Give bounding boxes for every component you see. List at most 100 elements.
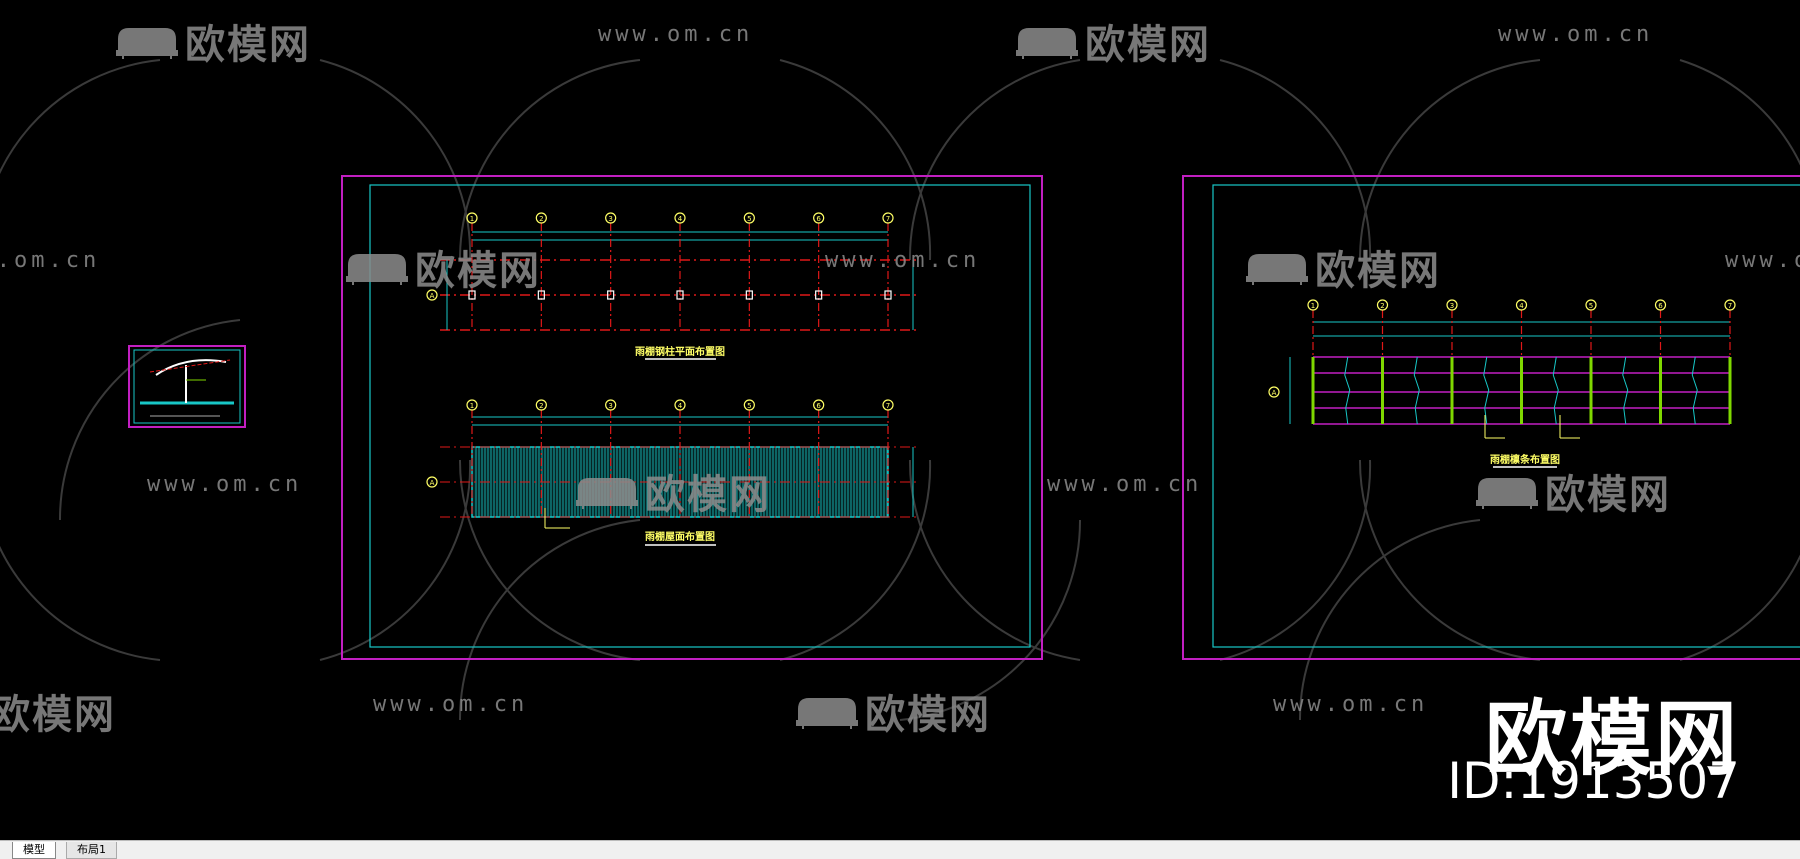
axis-bubble bbox=[882, 212, 894, 224]
axis-bubble bbox=[743, 212, 755, 224]
drawing-sheet-1: 1 2 3 4 5 6 7 A 雨棚钢柱平面布置图 1 2 3 4 5 6 7 A bbox=[341, 175, 1043, 660]
watermark-logo-text: 欧模网 bbox=[415, 248, 541, 294]
axis-bubble bbox=[674, 399, 686, 411]
axis-bubble bbox=[535, 212, 547, 224]
axis-bubble bbox=[605, 399, 617, 411]
tie-rod bbox=[1552, 356, 1559, 425]
watermark-url: www.om.cn bbox=[825, 248, 981, 273]
cad-drawing[interactable]: 1 2 3 4 5 6 7 A 雨棚钢柱平面布置图 1 2 3 4 5 6 7 A bbox=[0, 0, 1800, 840]
model-space-canvas[interactable]: 1 2 3 4 5 6 7 A 雨棚钢柱平面布置图 1 2 3 4 5 6 7 A bbox=[0, 0, 1800, 840]
axis-bubble bbox=[743, 399, 755, 411]
axis-label: 2 bbox=[539, 215, 543, 223]
axis-label: 3 bbox=[608, 215, 612, 223]
axis-bubble bbox=[1446, 299, 1458, 311]
watermark-url: www.om.cn bbox=[373, 692, 529, 717]
watermark-logo: 欧模网 bbox=[795, 682, 991, 740]
axis-bubble bbox=[1724, 299, 1736, 311]
steel-column bbox=[745, 290, 753, 300]
tie-rod bbox=[1344, 356, 1351, 425]
brand-name: 欧模网 bbox=[1484, 692, 1740, 787]
caption-frame: 雨棚钢柱平面布置图 bbox=[635, 345, 725, 358]
watermark-url: www.om.cn bbox=[1498, 22, 1654, 47]
axis-bubble bbox=[1515, 299, 1528, 311]
axis-label: 3 bbox=[608, 402, 612, 410]
axis-bubble bbox=[466, 399, 478, 411]
axis-bubble bbox=[1376, 299, 1389, 311]
axis-label: 2 bbox=[1380, 302, 1384, 310]
axis-bubble bbox=[882, 399, 894, 411]
axis-bubble bbox=[1307, 299, 1319, 311]
watermark-logo-text: 欧模网 bbox=[185, 22, 311, 68]
axis-label: 1 bbox=[1311, 302, 1315, 310]
watermark-logo-text: 欧模网 bbox=[865, 692, 991, 738]
axis-bubble bbox=[535, 399, 547, 411]
axis-label: 3 bbox=[1450, 302, 1454, 310]
watermark-logo-text: 欧模网 bbox=[1315, 248, 1441, 294]
column-layout-plan: 1 2 3 4 5 6 7 A 雨棚钢柱平面布置图 bbox=[426, 212, 920, 360]
row-label: A bbox=[430, 479, 435, 487]
watermark-logo: 欧模网 bbox=[345, 238, 541, 296]
axis-bubble bbox=[1585, 299, 1597, 311]
caption-roof: 雨棚屋面布置图 bbox=[645, 530, 715, 543]
steel-column bbox=[815, 290, 823, 300]
tie-rod bbox=[1413, 356, 1420, 425]
watermark-logo: 欧模网 bbox=[0, 682, 116, 740]
sofa-icon bbox=[576, 478, 638, 509]
steel-column bbox=[537, 290, 545, 300]
watermark-arcs bbox=[0, 59, 1800, 721]
sofa-icon bbox=[796, 698, 858, 729]
axis-label: 6 bbox=[816, 215, 821, 223]
watermark-logo-text: 欧模网 bbox=[1545, 472, 1671, 518]
tie-rod bbox=[1483, 356, 1490, 425]
detail-sheet-small bbox=[128, 345, 246, 428]
axis-label: 1 bbox=[470, 215, 474, 223]
steel-column bbox=[884, 290, 892, 300]
tab-model[interactable]: 模型 bbox=[12, 842, 56, 859]
axis-label: 2 bbox=[539, 402, 543, 410]
axis-label: 5 bbox=[747, 402, 751, 410]
sofa-icon bbox=[1016, 28, 1078, 59]
axis-bubble bbox=[466, 212, 478, 224]
row-label: A bbox=[430, 292, 435, 300]
row-bubble-a bbox=[426, 476, 438, 488]
axis-label: 5 bbox=[747, 215, 751, 223]
axis-label: 5 bbox=[1589, 302, 1593, 310]
steel-column bbox=[468, 290, 476, 300]
sofa-icon bbox=[346, 254, 408, 285]
caption-purlin: 雨棚檩条布置图 bbox=[1490, 453, 1560, 466]
row-bubble-a bbox=[1268, 386, 1280, 398]
row-label: A bbox=[1272, 389, 1277, 397]
axis-label: 6 bbox=[1658, 302, 1663, 310]
watermark-url: www.om.cn bbox=[1273, 692, 1429, 717]
layout-tab-bar: 模型 布局1 bbox=[0, 840, 1800, 859]
axis-label: 6 bbox=[816, 402, 821, 410]
tab-layout1[interactable]: 布局1 bbox=[66, 842, 117, 859]
watermark-url: www.om.cn bbox=[0, 248, 101, 273]
steel-column bbox=[607, 290, 615, 300]
axis-label: 1 bbox=[470, 402, 474, 410]
axis-bubble bbox=[813, 399, 825, 411]
axis-bubble bbox=[674, 212, 686, 224]
tie-rod bbox=[1622, 356, 1629, 425]
watermark-url: www.om.cn bbox=[1725, 248, 1800, 273]
watermark-logo-text: 欧模网 bbox=[0, 692, 116, 738]
axis-bubble bbox=[605, 212, 617, 224]
sofa-icon bbox=[116, 28, 178, 59]
watermark-url: www.om.cn bbox=[598, 22, 754, 47]
watermark-url: www.om.cn bbox=[1047, 472, 1203, 497]
watermark-logo-text: 欧模网 bbox=[1085, 22, 1211, 68]
sofa-icon bbox=[1246, 254, 1308, 285]
steel-column bbox=[676, 290, 684, 300]
row-bubble-a bbox=[426, 289, 438, 301]
watermark-url: www.om.cn bbox=[147, 472, 303, 497]
brand-id: ID:1913507 bbox=[1447, 752, 1740, 810]
watermark-logo: 欧模网 bbox=[575, 462, 771, 520]
axis-label: 7 bbox=[886, 215, 890, 223]
axis-label: 4 bbox=[678, 215, 683, 223]
axis-label: 4 bbox=[678, 402, 683, 410]
axis-bubble bbox=[1654, 299, 1667, 311]
watermark-logo: 欧模网 bbox=[115, 12, 311, 70]
